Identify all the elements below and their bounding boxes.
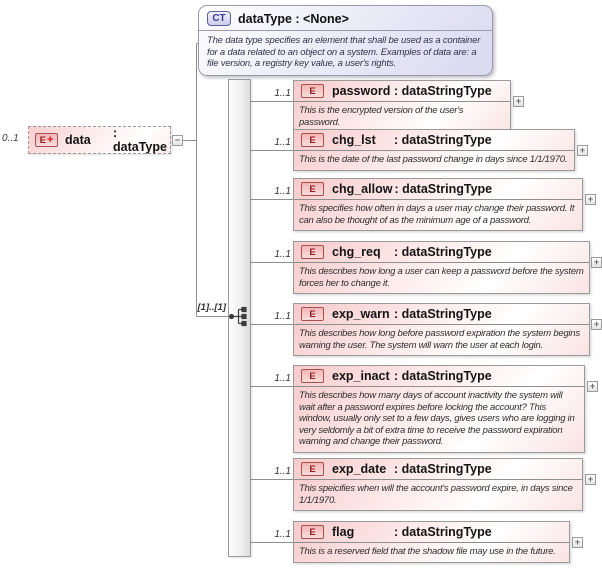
sequence-occurrence-label: [1]..[1] [197, 302, 227, 313]
expand-toggle[interactable]: + [591, 319, 602, 330]
plus-glyph-icon: + [46, 133, 54, 146]
expand-toggle[interactable]: + [585, 474, 596, 485]
element-title-row: E chg_req : dataStringType [294, 242, 589, 263]
element-name: flag [332, 525, 355, 539]
element-name: exp_inact [332, 369, 390, 383]
element-title-row: E password : dataStringType [294, 81, 510, 102]
expand-toggle[interactable]: + [572, 537, 583, 548]
element-type: : dataStringType [394, 182, 493, 196]
element-annotation: This describes how long a user can keep … [299, 266, 584, 289]
element-badge-icon: E [301, 369, 324, 383]
expand-toggle[interactable]: + [591, 257, 602, 268]
element-name: password [332, 84, 391, 98]
element-box-exp-date[interactable]: E exp_date : dataStringType This speicif… [293, 458, 583, 511]
expand-toggle[interactable]: + [577, 145, 588, 156]
element-badge-icon: E [301, 133, 324, 147]
element-annotation: This is a reserved field that the shadow… [299, 546, 556, 557]
element-title-row: E exp_inact : dataStringType [294, 366, 584, 387]
element-type: : dataStringType [394, 245, 492, 259]
cardinality-label: 1..1 [274, 529, 291, 540]
element-badge-icon: E [301, 307, 324, 321]
cardinality-label: 1..1 [274, 137, 291, 148]
element-name: data [65, 133, 91, 147]
expand-toggle[interactable]: + [513, 96, 524, 107]
element-badge-icon: E [301, 245, 324, 259]
element-name: chg_lst [332, 133, 376, 147]
element-annotation: This speicifies when will the account's … [299, 483, 573, 506]
element-box-chg-req[interactable]: E chg_req : dataStringType This describe… [293, 241, 590, 294]
complex-type-box[interactable]: CT dataType : <None> The data type speci… [198, 5, 493, 76]
element-badge-icon: E [301, 182, 324, 196]
element-type: : dataStringType [394, 84, 492, 98]
cardinality-label: 1..1 [274, 186, 291, 197]
cardinality-label: 1..1 [274, 249, 291, 260]
complex-type-annotation: The data type specifies an element that … [207, 35, 481, 69]
element-type: : dataStringType [394, 462, 492, 476]
element-name: chg_allow [332, 182, 393, 196]
element-box-flag[interactable]: E flag : dataStringType This is a reserv… [293, 521, 570, 563]
element-name: exp_warn [332, 307, 390, 321]
element-type: : dataStringType [394, 369, 492, 383]
complex-type-badge: CT [207, 11, 231, 26]
element-type: : dataStringType [394, 307, 492, 321]
complex-type-title: dataType : <None> [238, 11, 349, 26]
element-badge-letter: E [39, 134, 46, 146]
expand-toggle[interactable]: + [585, 194, 596, 205]
element-name: chg_req [332, 245, 381, 259]
element-annotation: This is the date of the last password ch… [299, 154, 568, 165]
element-badge-icon: E+ [35, 133, 58, 147]
collapse-toggle[interactable]: − [172, 135, 183, 146]
element-annotation: This specifies how often in days a user … [299, 203, 575, 226]
element-box-exp-inact[interactable]: E exp_inact : dataStringType This descri… [293, 365, 585, 453]
element-annotation: This is the encrypted version of the use… [299, 105, 464, 128]
sequence-compositor-bar [228, 79, 251, 557]
element-title-row: E chg_allow : dataStringType [294, 179, 582, 200]
element-type: : dataType [113, 126, 167, 154]
element-badge-icon: E [301, 462, 324, 476]
element-box-chg-allow[interactable]: E chg_allow : dataStringType This specif… [293, 178, 583, 231]
element-title-row: E flag : dataStringType [294, 522, 569, 543]
element-box-data[interactable]: E+ data : dataType [28, 126, 171, 154]
expand-toggle[interactable]: + [587, 381, 598, 392]
cardinality-label: 1..1 [274, 311, 291, 322]
cardinality-label: 1..1 [274, 88, 291, 99]
cardinality-label: 1..1 [274, 373, 291, 384]
element-title-row: E exp_date : dataStringType [294, 459, 582, 480]
element-title-row: E exp_warn : dataStringType [294, 304, 589, 325]
element-box-chg-lst[interactable]: E chg_lst : dataStringType This is the d… [293, 129, 575, 171]
complex-type-title-row: CT dataType : <None> [199, 6, 492, 31]
element-name: exp_date [332, 462, 387, 476]
element-badge-icon: E [301, 84, 324, 98]
element-box-password[interactable]: E password : dataStringType This is the … [293, 80, 511, 133]
element-type: : dataStringType [394, 525, 492, 539]
element-type: : dataStringType [394, 133, 492, 147]
element-box-exp-warn[interactable]: E exp_warn : dataStringType This describ… [293, 303, 590, 356]
root-cardinality-label: 0..1 [2, 133, 19, 144]
element-annotation: This describes how many days of account … [299, 390, 575, 447]
element-annotation: This describes how long before password … [299, 328, 580, 351]
element-title-row: E chg_lst : dataStringType [294, 130, 574, 151]
sequence-icon [228, 306, 247, 327]
cardinality-label: 1..1 [274, 466, 291, 477]
element-badge-icon: E [301, 525, 324, 539]
